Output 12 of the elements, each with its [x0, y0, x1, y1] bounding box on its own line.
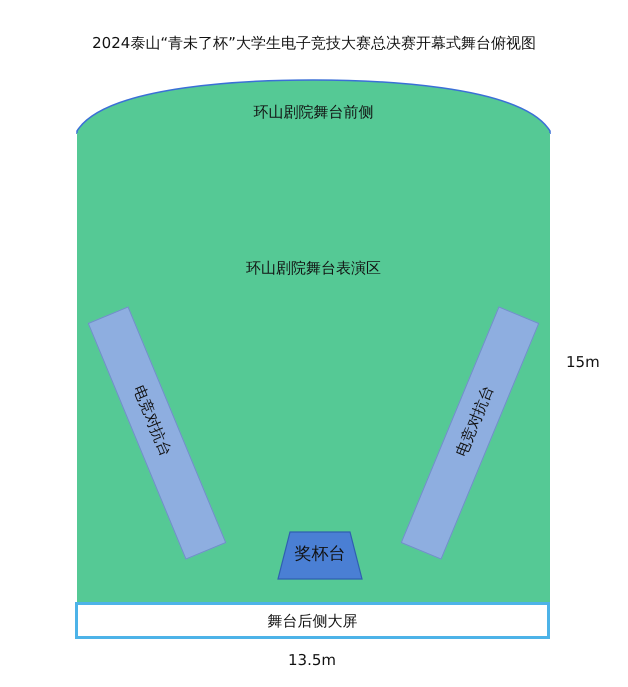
node-label: 电竞对抗台 [129, 382, 176, 460]
dimension-label: 13.5m [288, 651, 336, 669]
area-label: 环山剧院舞台表演区 [245, 259, 382, 278]
node-label: 电竞对抗台 [452, 382, 498, 460]
rear-screen [75, 602, 550, 639]
node-label: 环山剧院舞台前侧 [252, 103, 374, 122]
node-label: 舞台后侧大屏 [266, 612, 358, 631]
trophy-stand [277, 531, 363, 580]
dimension-label: 15m [566, 353, 600, 371]
diagram-title: 2024泰山“青未了杯”大学生电子竞技大赛总决赛开幕式舞台俯视图 [91, 34, 537, 53]
node-label: 奖杯台 [294, 543, 346, 565]
stage-front-area [76, 79, 551, 134]
